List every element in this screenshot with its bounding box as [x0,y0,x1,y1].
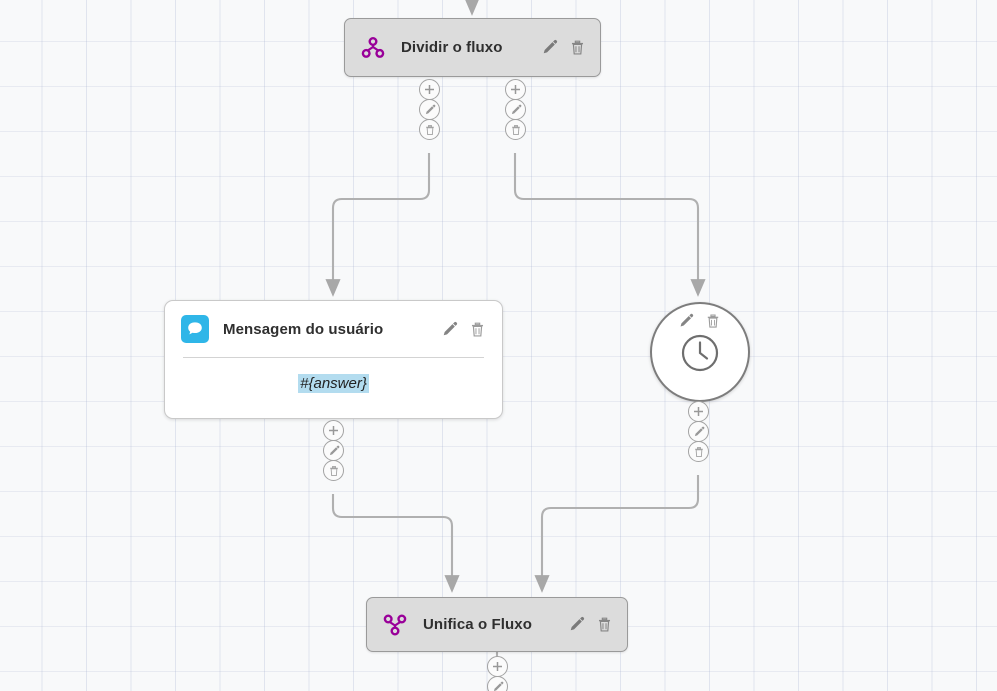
add-button[interactable] [688,401,709,422]
port-stack-message[interactable] [323,420,344,481]
node-actions [550,616,613,633]
add-button[interactable] [323,420,344,441]
edit-button[interactable] [688,421,709,442]
clock-icon [679,332,721,379]
answer-token: #{answer} [298,374,369,393]
node-body[interactable]: Unifica o Fluxo [366,597,628,652]
edit-button[interactable] [487,676,508,691]
edit-button[interactable] [419,99,440,120]
node-dividir-o-fluxo[interactable]: Dividir o fluxo [344,18,601,77]
node-body[interactable]: Mensagem do usuário [164,300,503,419]
node-title: Mensagem do usuário [223,320,384,338]
edge-split-right-to-delay [513,153,706,297]
edit-icon[interactable] [678,313,695,330]
edit-button[interactable] [323,440,344,461]
edge-message-to-merge [331,494,460,593]
node-unifica-o-fluxo[interactable]: Unifica o Fluxo [366,597,628,652]
node-mensagem-do-usuario[interactable]: Mensagem do usuário [164,300,503,419]
delete-button[interactable] [505,119,526,140]
port-stack-delay[interactable] [688,401,709,462]
port-stack-split-left[interactable] [419,79,440,140]
node-actions [523,39,586,56]
node-content: #{answer} [165,358,502,411]
merge-icon [381,611,409,639]
edge-delay-to-merge [534,475,700,593]
add-button[interactable] [505,79,526,100]
delete-icon[interactable] [705,313,722,330]
port-stack-merge[interactable] [487,656,508,691]
node-actions [423,321,486,338]
add-button[interactable] [419,79,440,100]
delete-icon[interactable] [569,39,586,56]
edge-split-left-to-message [325,153,431,297]
delete-icon[interactable] [596,616,613,633]
delete-button[interactable] [419,119,440,140]
port-stack-split-right[interactable] [505,79,526,140]
split-icon [359,34,387,62]
node-actions [678,313,722,330]
chat-bubble-icon [181,315,209,343]
node-header: Mensagem do usuário [165,301,502,353]
delete-icon[interactable] [469,321,486,338]
delete-button[interactable] [688,441,709,462]
node-delay[interactable] [650,302,750,402]
edit-button[interactable] [505,99,526,120]
edit-icon[interactable] [541,39,558,56]
node-body[interactable]: Dividir o fluxo [344,18,601,77]
add-button[interactable] [487,656,508,677]
node-title: Unifica o Fluxo [423,616,533,633]
edit-icon[interactable] [441,321,458,338]
node-title: Dividir o fluxo [401,39,503,56]
delete-button[interactable] [323,460,344,481]
edit-icon[interactable] [568,616,585,633]
divider [183,357,484,358]
